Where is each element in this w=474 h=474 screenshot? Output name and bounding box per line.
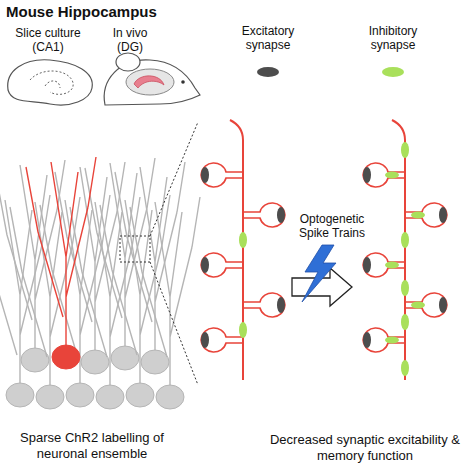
stimulation-arrow-part [302,245,336,302]
dendrite-before-part [230,120,243,380]
dendrite-after-part [363,253,405,277]
stimulation-arrow [292,245,352,306]
mouse-drawing-part [181,80,185,84]
dendrite-after-part [401,142,409,158]
zoom-inset-lines-part [150,262,198,385]
dendrite-after-part [401,280,409,296]
mouse-drawing-part [116,53,140,71]
neuronal-ensemble-part [0,195,50,407]
dendrite-before-part [243,293,285,317]
text-label: Sparse ChR2 labelling of neuronal ensemb… [8,430,176,461]
dendrite-before-part [201,328,243,352]
slice-culture-drawing [8,60,93,105]
dendrite-after-part [401,232,409,248]
neuronal-ensemble [0,157,200,409]
text-label: Decreased synaptic excitability & memory… [258,432,472,463]
zoom-inset-lines [120,122,198,385]
zoom-inset-lines-part [120,236,150,262]
dendrite-after-part [385,262,399,269]
slice-culture-drawing-part [45,81,60,88]
zoom-inset-lines-part [150,122,198,236]
dendrite-before-part [201,253,243,277]
neuronal-ensemble-part [130,197,200,409]
dendrite-after [363,120,447,380]
mouse-drawing-part [126,69,174,95]
slice-culture-drawing-part [8,60,93,105]
dendrite-after-part [405,203,447,227]
neuronal-ensemble-part [26,157,96,369]
dendrite-before [201,120,285,380]
dendrite-after-part [401,360,409,376]
dendrite-after-part [411,212,425,219]
legend-swatch [382,67,404,77]
text-label: Slice culture (CA1) [8,26,88,55]
text-label: In vivo (DG) [100,26,160,55]
dendrite-after-part [385,337,399,344]
dendrite-after-part [385,172,399,179]
dendrite-before-part [201,163,243,187]
slice-culture-drawing-part [30,71,73,94]
dendrite-after-part [405,293,447,317]
dendrite-after-part [411,302,425,309]
legend-text: Excitatory synapse [223,24,313,53]
legend-text: Inhibitory synapse [348,24,438,53]
dendrite-before-part [239,232,247,248]
dendrite-after-part [363,163,405,187]
text-label: Optogenetic Spike Trains [286,212,378,241]
dendrite-before-part [243,203,285,227]
legend-swatches [257,67,404,77]
mouse-drawing-part [134,76,164,88]
dendrite-after-part [363,328,405,352]
figure-title: Mouse Hippocampus [6,3,157,21]
mouse-drawing [104,53,200,105]
dendrite-before-part [239,322,247,338]
dendrite-after-part [401,314,409,330]
legend-swatch [257,67,279,77]
